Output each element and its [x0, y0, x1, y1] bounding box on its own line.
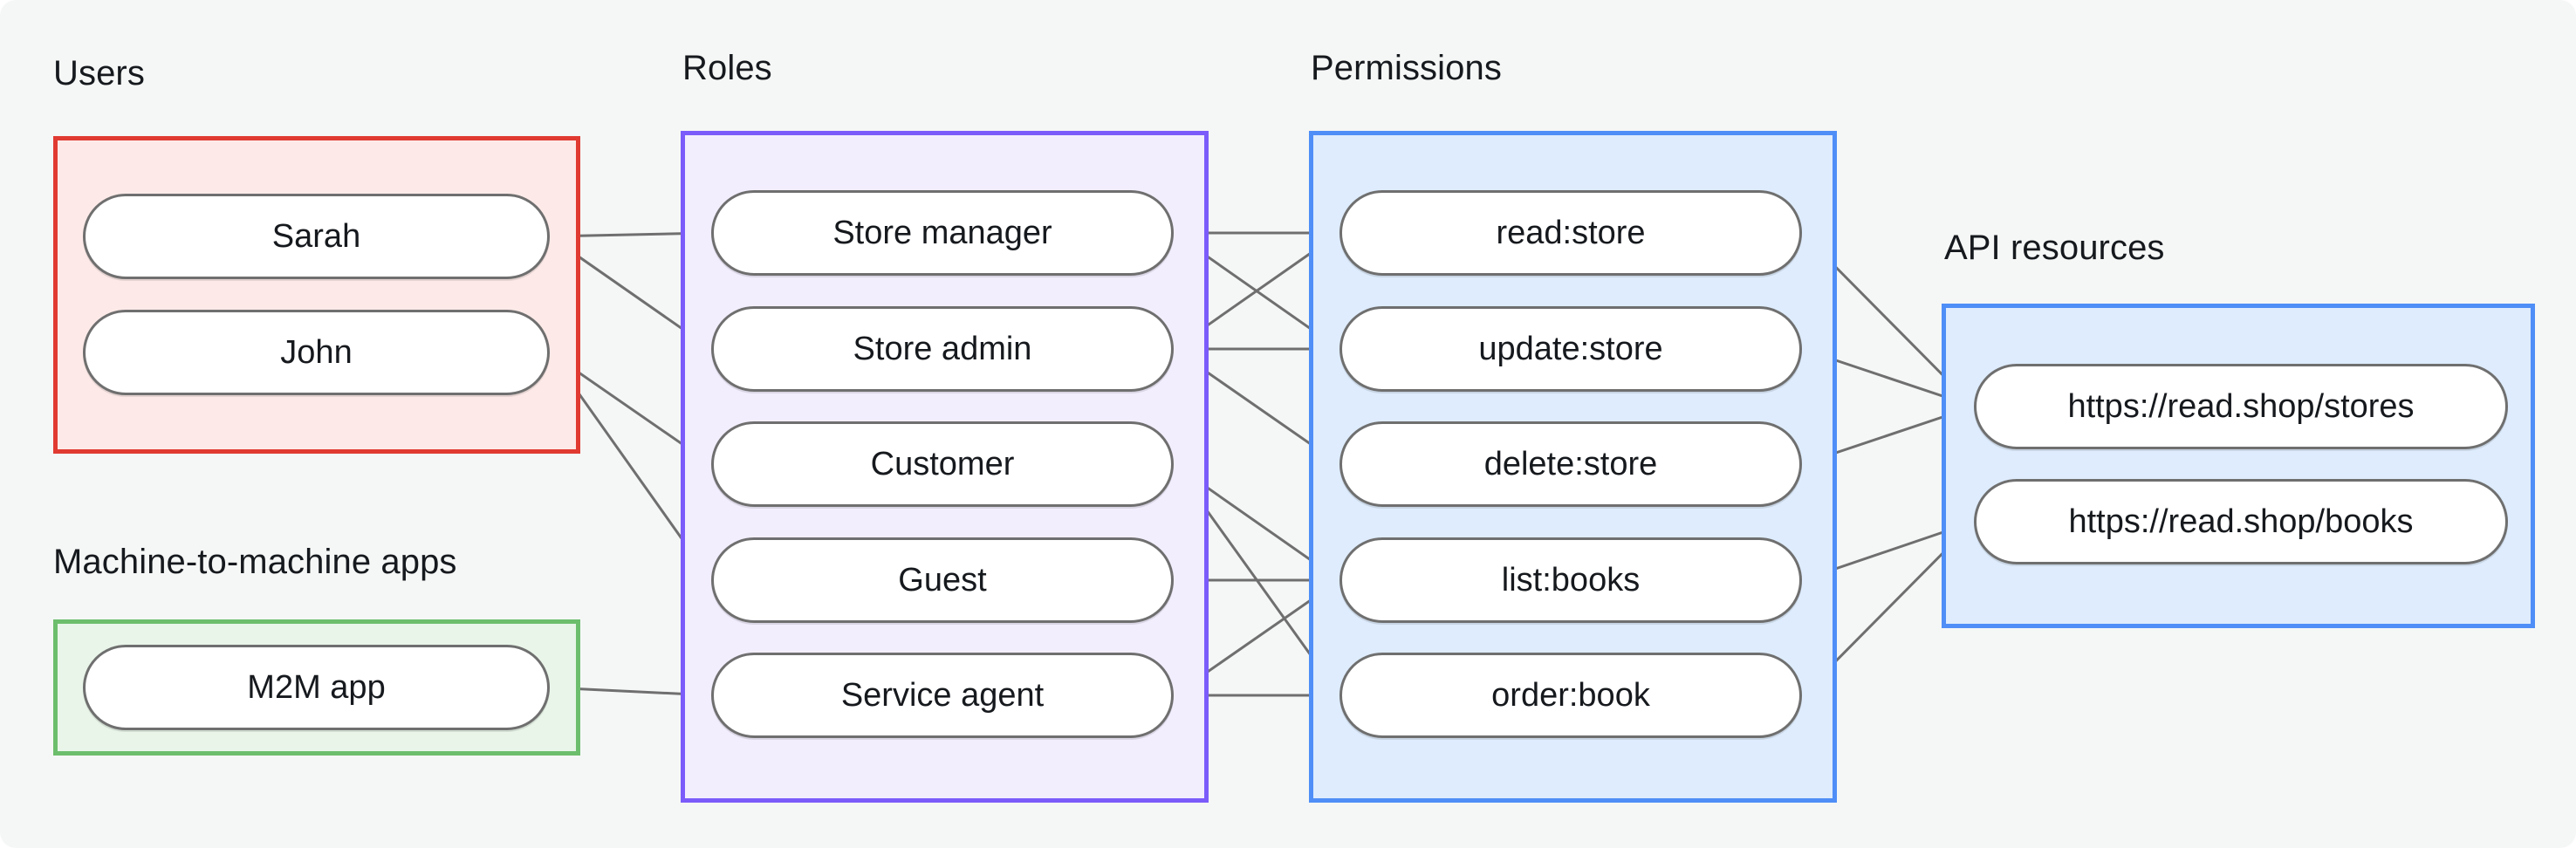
node-john[interactable]: John [83, 310, 550, 395]
node-res-books[interactable]: https://read.shop/books [1974, 479, 2508, 564]
node-sarah[interactable]: Sarah [83, 194, 550, 279]
node-store-manager[interactable]: Store manager [711, 190, 1174, 276]
node-list-books[interactable]: list:books [1339, 537, 1802, 623]
group-users [53, 136, 580, 454]
node-store-admin[interactable]: Store admin [711, 306, 1174, 392]
group-label-roles: Roles [682, 49, 772, 87]
node-guest[interactable]: Guest [711, 537, 1174, 623]
group-label-users: Users [53, 54, 145, 92]
group-label-m2m: Machine-to-machine apps [53, 543, 457, 581]
node-delete-store[interactable]: delete:store [1339, 421, 1802, 507]
group-label-permissions: Permissions [1311, 49, 1502, 87]
node-read-store[interactable]: read:store [1339, 190, 1802, 276]
node-update-store[interactable]: update:store [1339, 306, 1802, 392]
node-service-agent[interactable]: Service agent [711, 653, 1174, 738]
node-res-stores[interactable]: https://read.shop/stores [1974, 364, 2508, 449]
node-order-book[interactable]: order:book [1339, 653, 1802, 738]
group-label-api-resources: API resources [1944, 229, 2165, 267]
node-m2m-app[interactable]: M2M app [83, 645, 550, 730]
node-customer[interactable]: Customer [711, 421, 1174, 507]
group-api-resources [1942, 304, 2535, 628]
